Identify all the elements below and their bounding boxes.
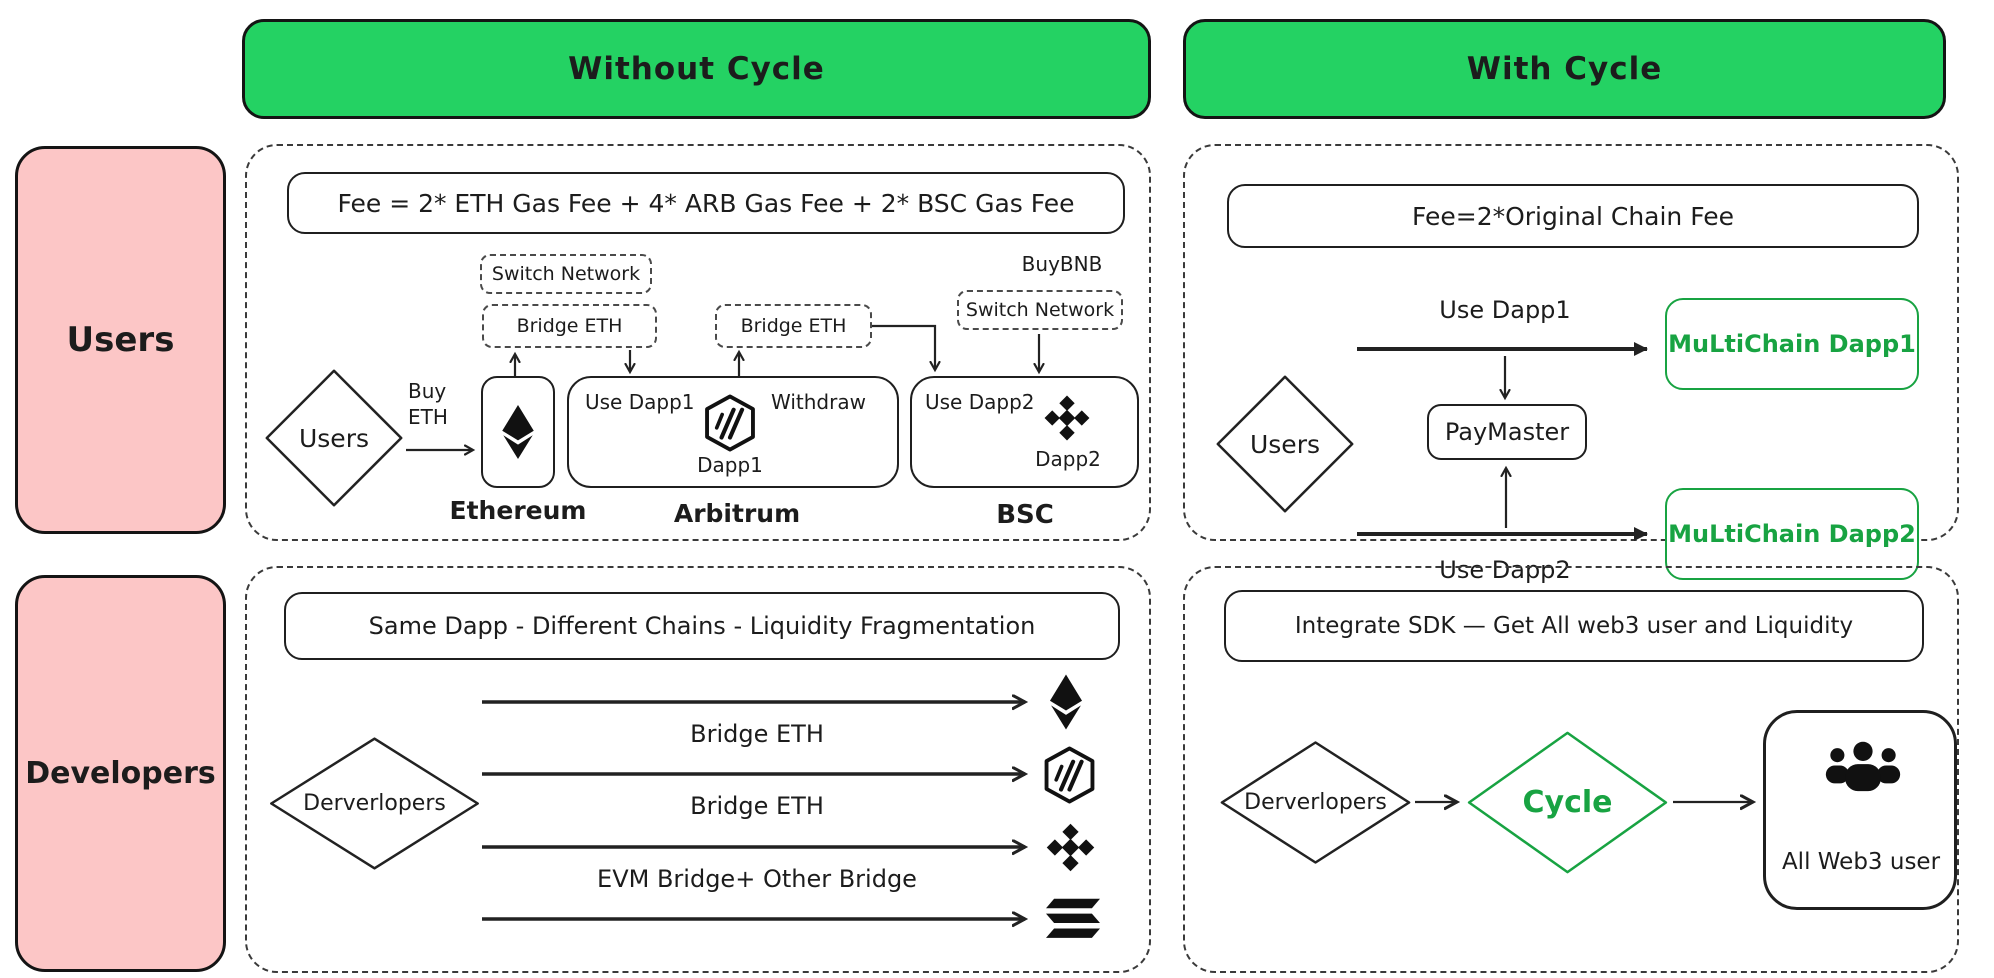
- panel-users-without-cycle: Fee = 2* ETH Gas Fee + 4* ARB Gas Fee + …: [245, 144, 1151, 541]
- all-web3-user-text: All Web3 user: [1781, 849, 1941, 875]
- ethereum-label-text: Ethereum: [449, 495, 587, 525]
- bridge-eth-label-1: Bridge ETH: [607, 718, 907, 750]
- switch-network-bsc-step: Switch Network: [957, 290, 1123, 330]
- users-group-icon: [1822, 739, 1904, 797]
- use-dapp1-label: Use Dapp1: [1415, 294, 1595, 326]
- integrate-sdk-headline-box: Integrate SDK — Get All web3 user and Li…: [1224, 590, 1924, 662]
- use-dapp2-label: Use Dapp2: [925, 390, 1045, 414]
- developers-diamond: Derverlopers: [267, 736, 482, 871]
- with-cycle-header: With Cycle: [1183, 19, 1946, 119]
- bsc-label-text: BSC: [996, 500, 1054, 530]
- fragmentation-headline-text: Same Dapp - Different Chains - Liquidity…: [368, 612, 1036, 640]
- arbitrum-label: Arbitrum: [647, 496, 827, 530]
- cycle-diamond-text: Cycle: [1522, 785, 1613, 820]
- developers-row-text: Developers: [25, 756, 216, 791]
- fee-formula-text: Fee=2*Original Chain Fee: [1411, 201, 1735, 231]
- dapp2-label: Dapp2: [1025, 446, 1111, 472]
- users-diamond: Users: [264, 368, 404, 508]
- use-dapp2-text: Use Dapp2: [925, 390, 1035, 414]
- fragmentation-headline-box: Same Dapp - Different Chains - Liquidity…: [284, 592, 1120, 660]
- integrate-sdk-headline-text: Integrate SDK — Get All web3 user and Li…: [1294, 613, 1854, 639]
- withdraw-label: Withdraw: [771, 390, 881, 414]
- bridge-eth-2-text: Bridge ETH: [740, 315, 847, 337]
- all-web3-user-label: All Web3 user: [1770, 845, 1952, 879]
- paymaster-box: PayMaster: [1427, 404, 1587, 460]
- buy-eth-label: Buy ETH: [408, 378, 478, 430]
- without-cycle-header: Without Cycle: [242, 19, 1151, 119]
- buy-eth-line2: ETH: [408, 405, 448, 429]
- cycle-diamond: Cycle: [1465, 730, 1670, 875]
- fee-formula-box: Fee = 2* ETH Gas Fee + 4* ARB Gas Fee + …: [287, 172, 1125, 234]
- bridge-eth-1-text: Bridge ETH: [516, 315, 623, 337]
- panel-developers-with-cycle: Integrate SDK — Get All web3 user and Li…: [1183, 566, 1959, 973]
- multichain-dapp1-box: MuLtiChain Dapp1: [1665, 298, 1919, 390]
- developers-diamond-text: Derverlopers: [303, 791, 446, 816]
- fee-formula-box: Fee=2*Original Chain Fee: [1227, 184, 1919, 248]
- dapp1-label: Dapp1: [685, 452, 775, 478]
- arbitrum-icon: [1042, 746, 1097, 804]
- buy-bnb-text: BuyBNB: [1021, 252, 1103, 276]
- use-dapp1-label: Use Dapp1: [585, 390, 705, 414]
- panel-developers-without-cycle: Same Dapp - Different Chains - Liquidity…: [245, 566, 1151, 973]
- use-dapp1-text: Use Dapp1: [585, 390, 695, 414]
- evm-bridge-label: EVM Bridge+ Other Bridge: [547, 863, 967, 895]
- arbitrum-icon: [703, 394, 757, 452]
- developers-diamond-text: Derverlopers: [1244, 790, 1387, 815]
- buy-eth-line1: Buy: [408, 379, 447, 403]
- dapp2-text: Dapp2: [1035, 447, 1101, 471]
- switch-network-eth-text: Switch Network: [491, 263, 641, 285]
- bridge-eth-label-2: Bridge ETH: [607, 790, 907, 822]
- with-cycle-title: With Cycle: [1466, 51, 1663, 87]
- ethereum-icon: [1047, 673, 1085, 731]
- ethereum-label: Ethereum: [443, 494, 593, 526]
- bsc-label: BSC: [965, 498, 1085, 532]
- without-cycle-title: Without Cycle: [568, 51, 825, 87]
- users-row-label: Users: [15, 146, 226, 534]
- all-web3-user-box: All Web3 user: [1763, 710, 1957, 910]
- paymaster-text: PayMaster: [1444, 418, 1570, 446]
- solana-icon: [1046, 898, 1100, 940]
- bsc-chain-box: [910, 376, 1139, 488]
- fee-formula-text: Fee = 2* ETH Gas Fee + 4* ARB Gas Fee + …: [337, 188, 1075, 218]
- arbitrum-chain-box: [567, 376, 899, 488]
- switch-network-eth-step: Switch Network: [480, 254, 652, 294]
- multichain-dapp2-text: MuLtiChain Dapp2: [1668, 520, 1916, 548]
- buy-bnb-label: BuyBNB: [977, 250, 1147, 278]
- bnb-icon: [1043, 820, 1098, 875]
- multichain-dapp1-text: MuLtiChain Dapp1: [1668, 330, 1916, 358]
- use-dapp2-label: Use Dapp2: [1415, 554, 1595, 586]
- multichain-dapp2-box: MuLtiChain Dapp2: [1665, 488, 1919, 580]
- withdraw-text: Withdraw: [771, 390, 866, 414]
- users-diamond-text: Users: [1249, 429, 1320, 459]
- arbitrum-label-text: Arbitrum: [673, 498, 801, 528]
- users-diamond: Users: [1215, 374, 1355, 514]
- switch-network-bsc-text: Switch Network: [965, 299, 1115, 321]
- bridge-eth-2-text: Bridge ETH: [690, 792, 824, 820]
- bridge-eth-step-2: Bridge ETH: [715, 304, 872, 348]
- bridge-eth-1-text: Bridge ETH: [690, 720, 824, 748]
- users-row-text: Users: [66, 320, 175, 360]
- developers-diamond: Derverlopers: [1218, 740, 1413, 865]
- ethereum-icon: [502, 405, 534, 459]
- evm-bridge-text: EVM Bridge+ Other Bridge: [597, 865, 917, 893]
- ethereum-chain-box: [481, 376, 555, 488]
- developers-row-label: Developers: [15, 575, 226, 972]
- dapp1-text: Dapp1: [697, 453, 763, 477]
- diamond-shape: [264, 368, 404, 508]
- bnb-icon: [1041, 392, 1093, 444]
- use-dapp1-text: Use Dapp1: [1439, 296, 1571, 324]
- users-diamond-text: Users: [298, 423, 369, 453]
- bridge-eth-step-1: Bridge ETH: [482, 304, 657, 348]
- panel-users-with-cycle: Fee=2*Original Chain Fee Users Use Dapp1…: [1183, 144, 1959, 584]
- use-dapp2-text: Use Dapp2: [1439, 556, 1571, 584]
